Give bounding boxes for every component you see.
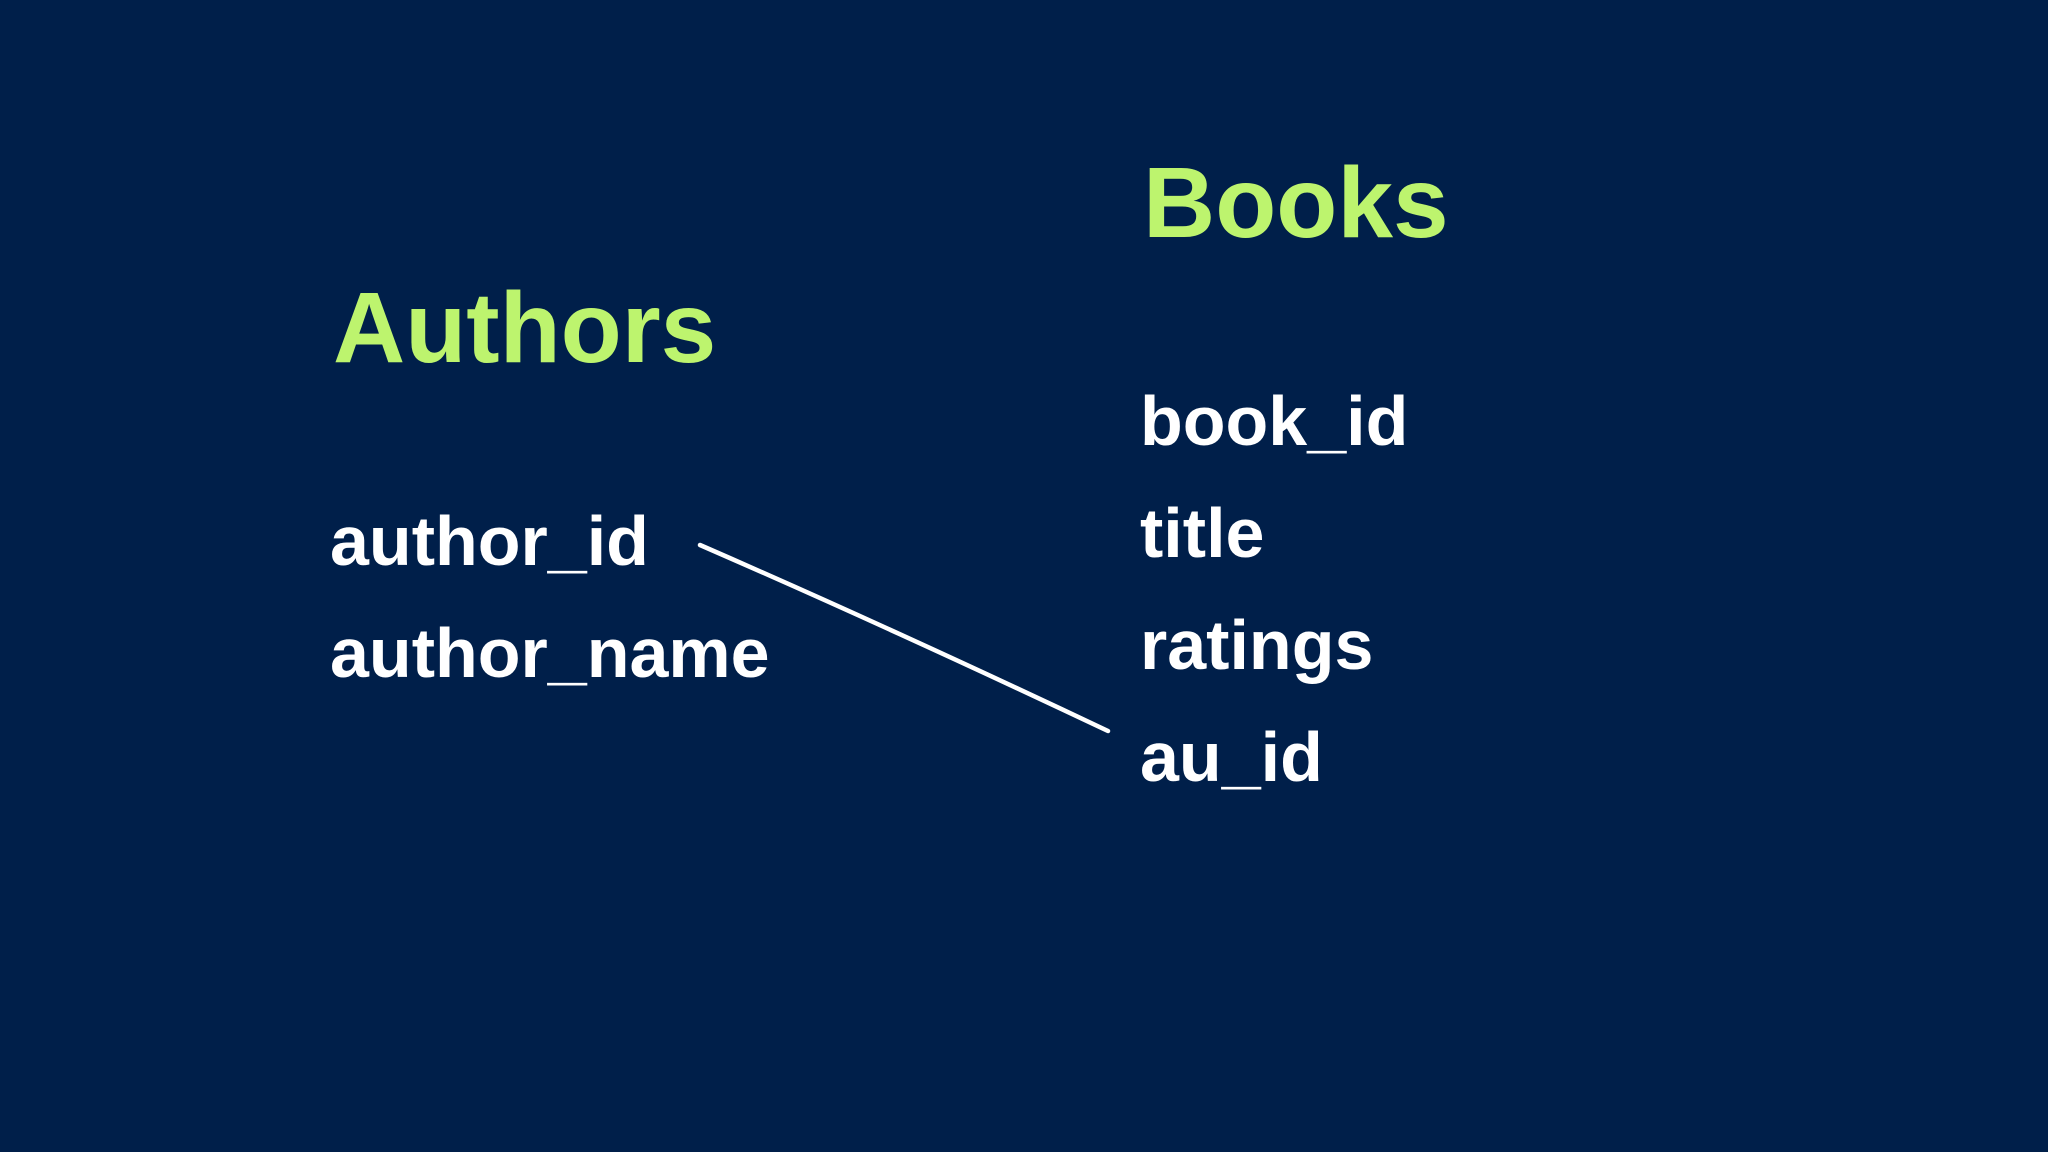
table-books-fields: book_id title ratings au_id [1140, 365, 1408, 813]
table-authors-title: Authors [333, 272, 717, 384]
field-ratings: ratings [1140, 606, 1374, 684]
field-au-id: au_id [1140, 718, 1323, 796]
field-author-id: author_id [330, 502, 649, 580]
table-books-title: Books [1143, 147, 1449, 259]
field-book-id: book_id [1140, 382, 1409, 460]
field-title: title [1140, 494, 1265, 572]
table-authors-fields: author_id author_name [330, 485, 770, 709]
field-author-name: author_name [330, 614, 770, 692]
